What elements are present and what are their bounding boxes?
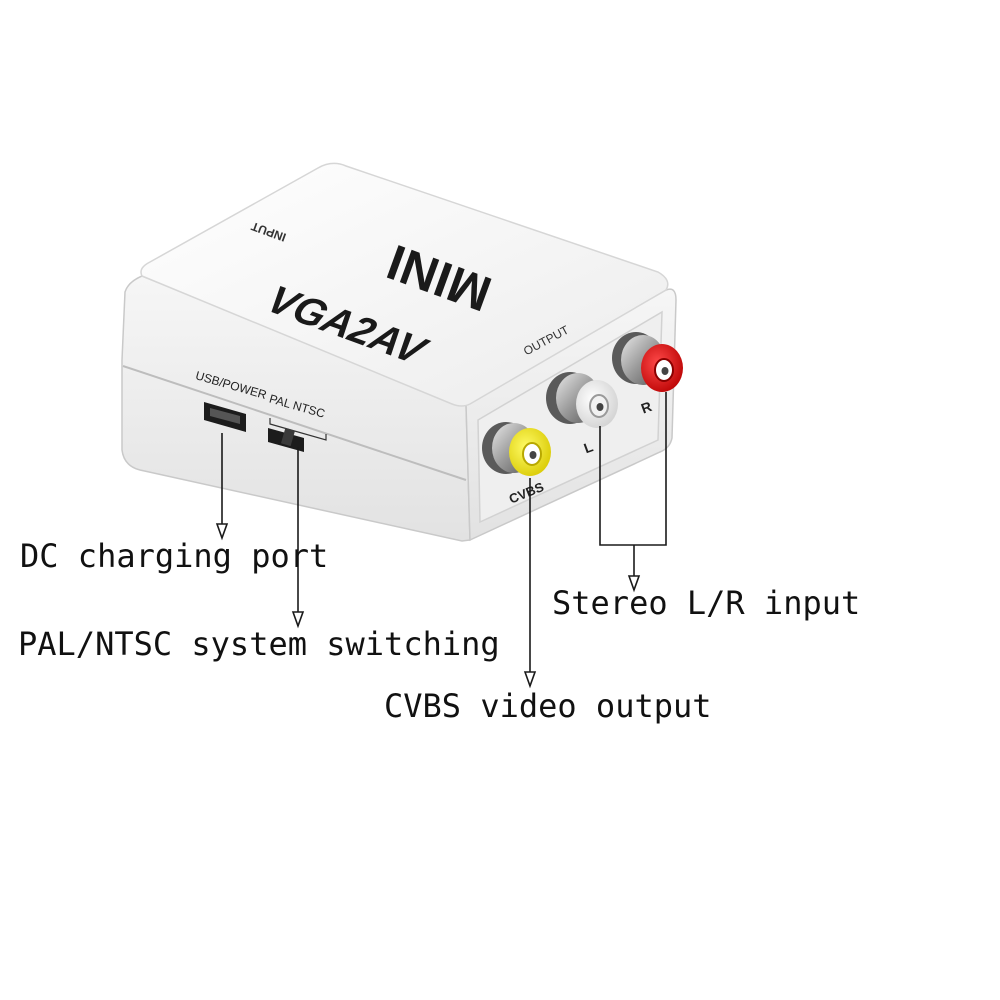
stereo-lr-input-callout: Stereo L/R input [552, 584, 861, 622]
cvbs-video-output-callout: CVBS video output [384, 687, 712, 725]
device-seam [122, 365, 467, 481]
switch-bracket [269, 418, 327, 441]
right-audio-jack [612, 332, 683, 392]
left-audio-jack [546, 372, 618, 428]
leader-lines [215, 392, 667, 689]
dc-charging-port-callout: DC charging port [20, 537, 329, 575]
pal-ntsc-switch [268, 427, 304, 452]
pal-ntsc-switching-callout: PAL/NTSC system switching [18, 625, 500, 663]
usb-port [204, 402, 246, 432]
cvbs-jack [482, 422, 551, 476]
device-top [140, 162, 669, 407]
